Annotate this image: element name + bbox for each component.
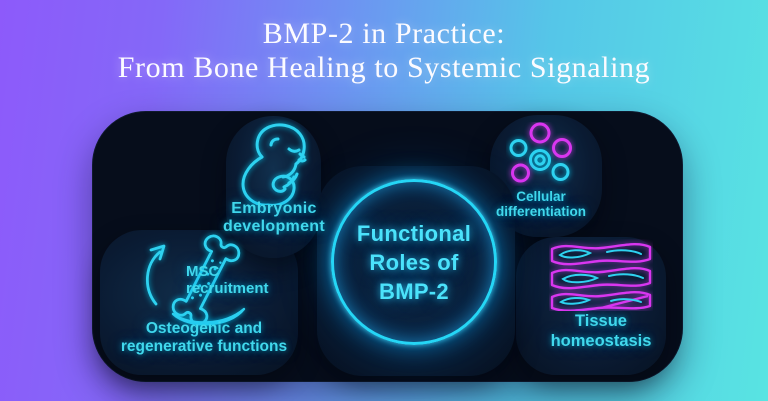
arrow-head bbox=[149, 244, 166, 261]
bone-outline bbox=[171, 234, 241, 326]
osteogenic-label: Osteogenic and regenerative functions bbox=[120, 320, 288, 355]
tissue-layers-icon bbox=[550, 242, 652, 311]
cell-cluster-icon bbox=[509, 122, 572, 183]
arrow-curve bbox=[146, 250, 162, 306]
cellular-label: Cellular differentiation bbox=[496, 189, 586, 219]
tissue-cells bbox=[558, 249, 644, 305]
title-line-1: BMP-2 in Practice: bbox=[262, 17, 506, 50]
central-circle: Functional Roles of BMP-2 bbox=[331, 179, 497, 345]
infographic-panel: Functional Roles of BMP-2 Embryonic deve… bbox=[92, 111, 683, 382]
tissue-bands bbox=[550, 242, 652, 311]
tissue-card bbox=[516, 237, 666, 375]
title-line-2: From Bone Healing to Systemic Signaling bbox=[117, 51, 651, 84]
msc-recruitment-label: MSC recruitment bbox=[186, 263, 269, 297]
bone-arrow-icon bbox=[146, 234, 246, 326]
swoosh-curve bbox=[171, 307, 246, 326]
fetus-icon bbox=[241, 123, 307, 205]
central-circle-label: Functional Roles of BMP-2 bbox=[356, 220, 472, 304]
page-title: BMP-2 in Practice: From Bone Healing to … bbox=[0, 17, 768, 85]
embryonic-label: Embryonic development bbox=[223, 200, 325, 235]
bone-speckles bbox=[190, 259, 222, 300]
tissue-label: Tissue homeostasis bbox=[550, 312, 652, 350]
